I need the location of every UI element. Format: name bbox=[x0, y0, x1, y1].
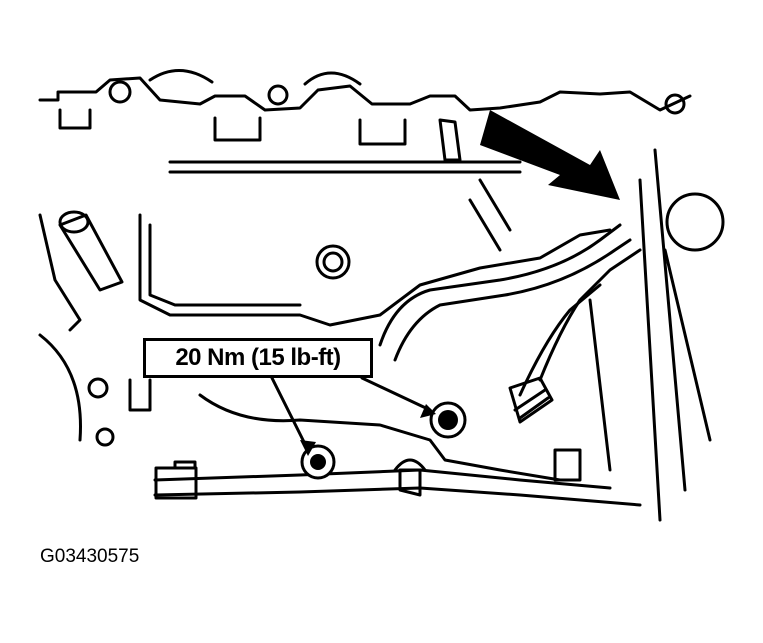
leader-arrowhead-a bbox=[300, 440, 316, 456]
frame-rail-1 bbox=[638, 178, 662, 522]
leader-arrowhead-b bbox=[420, 404, 436, 418]
left-side-contour bbox=[38, 213, 82, 332]
left-bracket bbox=[128, 378, 152, 412]
flywheel-arc bbox=[38, 333, 82, 442]
drain-plug-ring bbox=[315, 244, 351, 280]
bolt-upper-right-head bbox=[438, 410, 458, 430]
lower-pipe-top bbox=[153, 468, 612, 490]
center-stud-cap bbox=[393, 458, 427, 472]
leader-line-a bbox=[270, 376, 310, 452]
oil-pan-outline bbox=[138, 213, 612, 327]
torque-specification-label: 20 Nm (15 lb-ft) bbox=[143, 338, 373, 378]
upper-housing-inner bbox=[58, 108, 407, 146]
leader-line-b bbox=[360, 376, 432, 412]
housing-arc-right bbox=[303, 71, 362, 86]
housing-arc-left bbox=[148, 69, 214, 84]
drain-plug bbox=[322, 251, 344, 273]
cooler-line-long bbox=[538, 248, 642, 382]
flywheel-hole bbox=[95, 427, 115, 447]
direction-arrow bbox=[480, 110, 620, 200]
boss-hole-mid bbox=[267, 84, 289, 106]
oil-pan-inner bbox=[148, 223, 302, 307]
frame-rail-4 bbox=[588, 298, 612, 472]
cooler-line-upper bbox=[378, 223, 622, 347]
bolt-lower-left-head bbox=[310, 454, 326, 470]
center-stud bbox=[398, 468, 422, 497]
coolant-tube-left-end bbox=[58, 210, 90, 234]
hose-mid-2 bbox=[468, 198, 502, 252]
hose-mid-1 bbox=[478, 178, 512, 232]
pipe-end-tab bbox=[173, 460, 197, 470]
lower-pipe-bottom bbox=[153, 486, 642, 507]
bracket-right-ribs bbox=[513, 388, 550, 420]
flywheel-bolt bbox=[87, 377, 109, 399]
coolant-tube-left bbox=[58, 213, 124, 292]
frame-rail-3 bbox=[663, 248, 712, 442]
boss-hole-left bbox=[108, 80, 132, 104]
figure-code: G03430575 bbox=[40, 546, 140, 567]
boss-hole-right bbox=[664, 93, 686, 115]
sensor-bracket bbox=[438, 118, 462, 162]
frame-rail-2 bbox=[653, 148, 687, 492]
lower-bracket bbox=[198, 393, 562, 482]
cooler-line-long-2 bbox=[518, 283, 602, 397]
mount-boss bbox=[665, 192, 725, 252]
cooler-line-lower bbox=[393, 238, 632, 362]
right-lower-bracket bbox=[553, 448, 582, 482]
upper-housing-outline bbox=[38, 76, 692, 112]
